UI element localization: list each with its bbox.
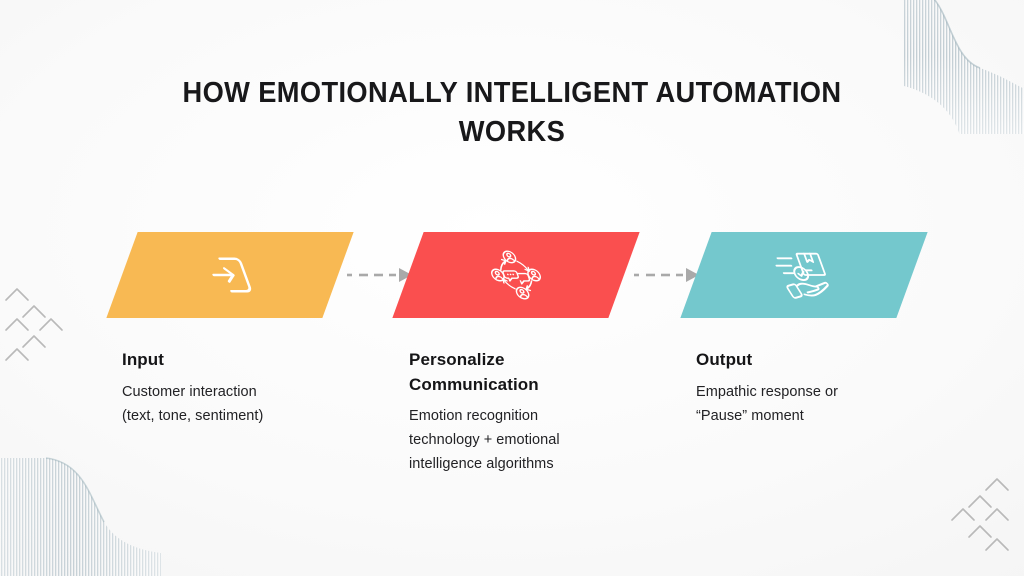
- flow-caption-title-input: Input: [122, 350, 165, 369]
- flow-caption-input: Input Customer interaction (text, tone, …: [122, 348, 337, 428]
- flow-caption-personalize-communication: Personalize Communication Emotion recogn…: [409, 348, 624, 477]
- slide-title: HOW EMOTIONALLY INTELLIGENT AUTOMATION W…: [182, 77, 842, 149]
- flow-step-shape-input[interactable]: [106, 232, 354, 318]
- caption-body-line: technology + emotional: [409, 432, 560, 449]
- caption-body-line: intelligence algorithms: [409, 456, 554, 473]
- flow-caption-title-personalize-communication: Personalize Communication: [409, 350, 539, 394]
- caption-body-line: “Pause” moment: [696, 407, 804, 424]
- process-flow-captions: Input Customer interaction (text, tone, …: [0, 348, 1024, 528]
- icon-slot-personalize-communication: [392, 232, 639, 318]
- process-flow-row: [0, 232, 1024, 318]
- flow-caption-body-input: Customer interaction (text, tone, sentim…: [122, 381, 337, 429]
- flow-step-shape-personalize-communication[interactable]: [392, 232, 640, 318]
- flow-caption-body-personalize-communication: Emotion recognition technology + emotion…: [409, 405, 624, 477]
- dashed-arrow-right-icon: [634, 268, 699, 282]
- caption-body-line: Emotion recognition: [409, 408, 539, 425]
- icon-slot-output: [680, 232, 927, 318]
- icon-slot-input: [106, 232, 353, 318]
- flow-caption-body-output: Empathic response or “Pause” moment: [696, 381, 911, 429]
- flow-caption-title-output: Output: [696, 350, 753, 369]
- caption-body-line: Empathic response or: [696, 383, 839, 400]
- flow-caption-output: Output Empathic response or “Pause” mome…: [696, 348, 911, 428]
- caption-body-line: Customer interaction: [122, 383, 257, 400]
- flow-connector-arrow: [345, 265, 413, 285]
- hand-holding-package-check-icon: [775, 252, 829, 299]
- caption-body-line: (text, tone, sentiment): [122, 407, 264, 424]
- people-network-chat-icon: [491, 250, 541, 300]
- flow-step-shape-output[interactable]: [680, 232, 928, 318]
- login-arrow-into-box-icon: [212, 257, 252, 293]
- flow-connector-arrow: [632, 265, 700, 285]
- dashed-arrow-right-icon: [347, 268, 412, 282]
